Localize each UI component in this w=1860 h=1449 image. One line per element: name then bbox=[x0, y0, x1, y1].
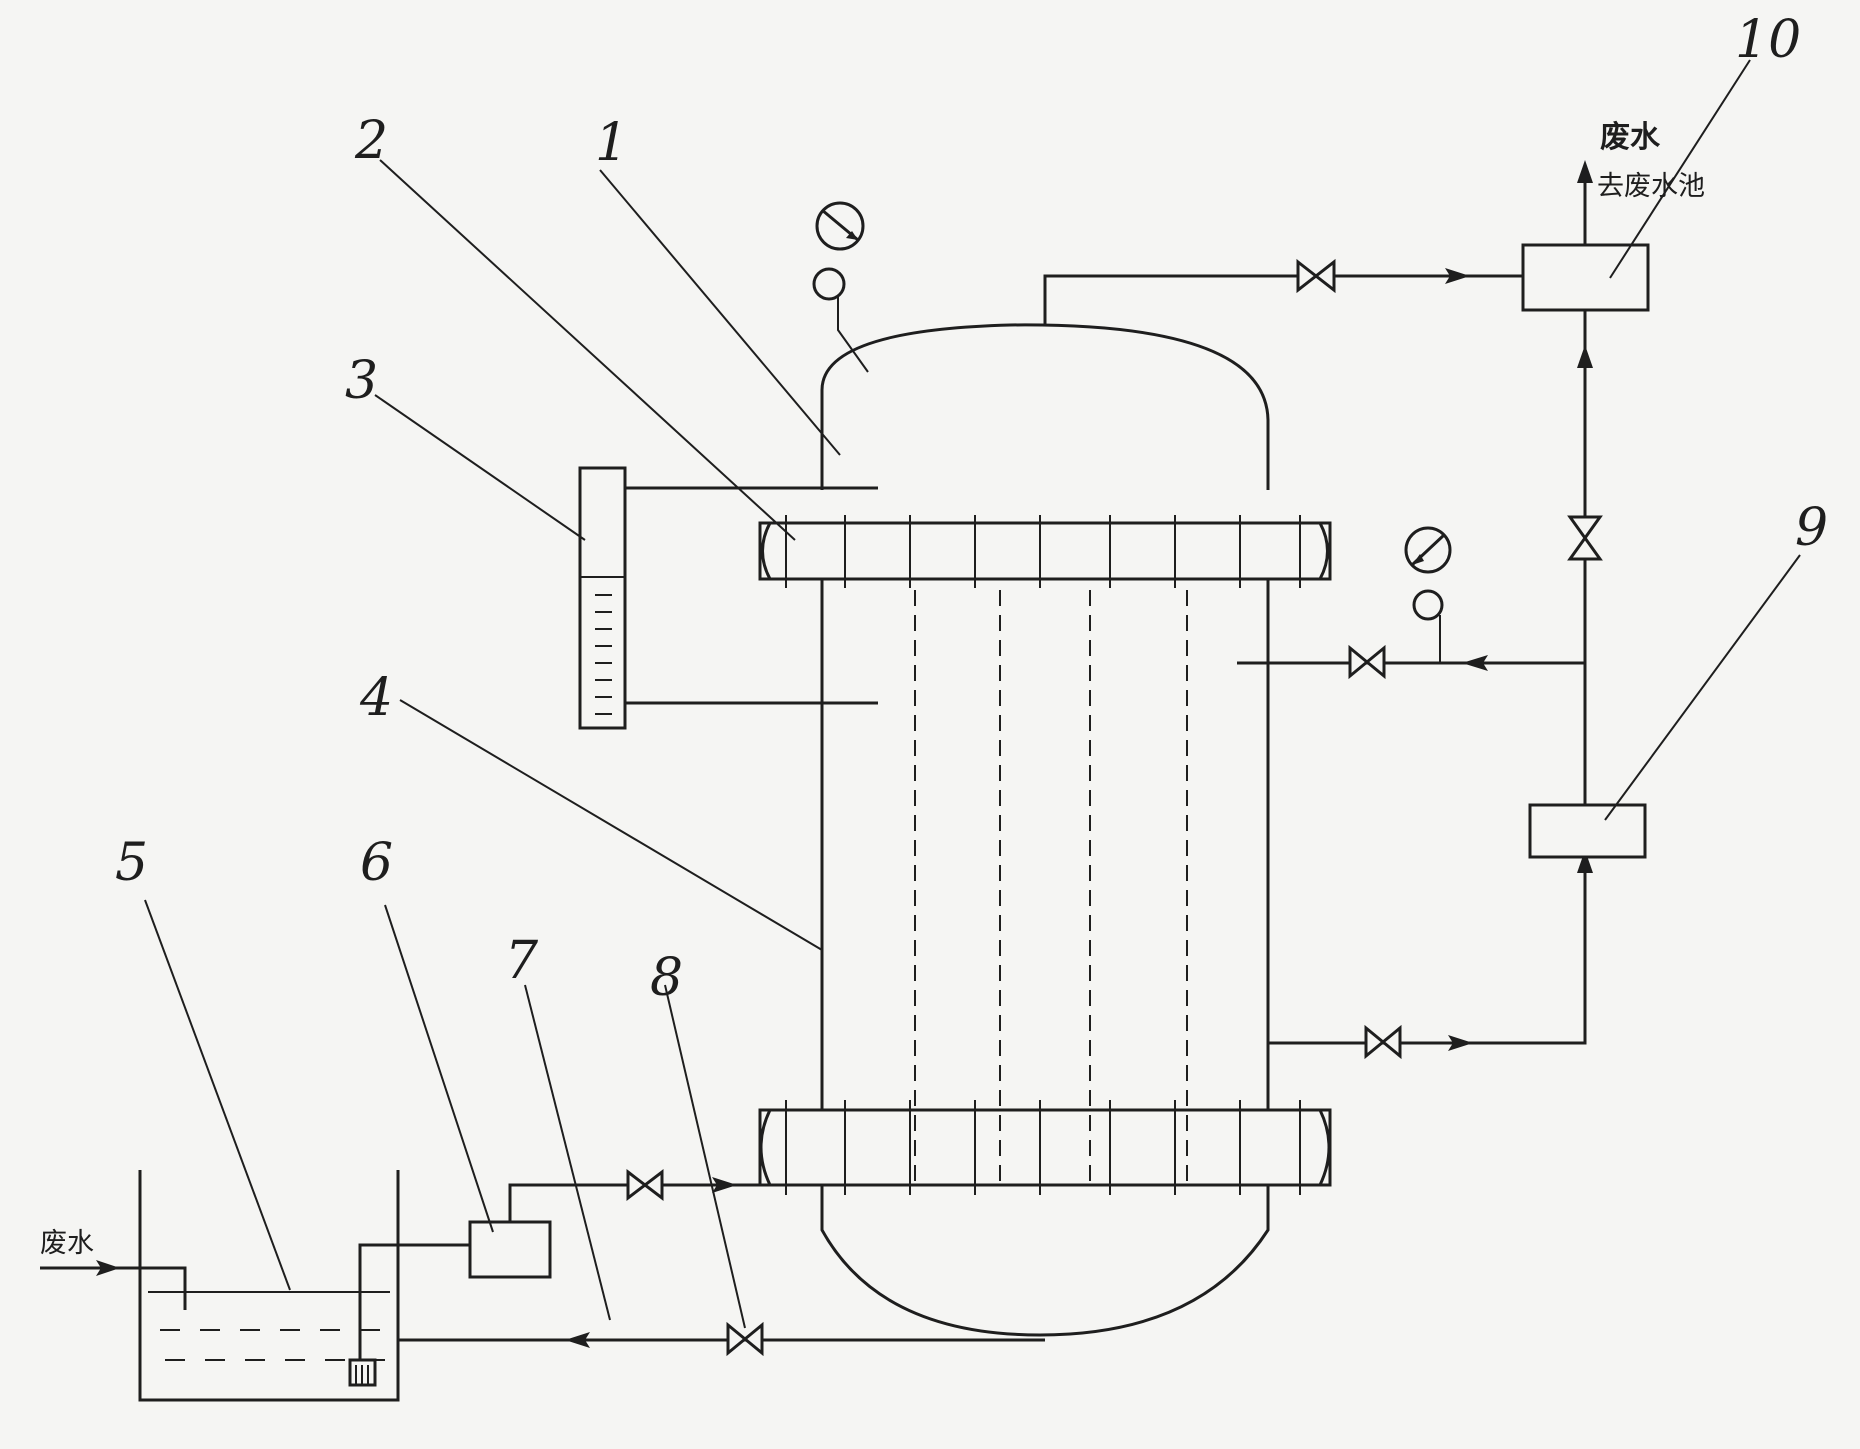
callout-4: 4 bbox=[359, 668, 393, 728]
inlet-wastewater-label: 废水 bbox=[40, 1228, 94, 1259]
outlet-arrow bbox=[1577, 160, 1593, 245]
flow-arrow-icon bbox=[1462, 655, 1488, 671]
tank-inlet bbox=[40, 1260, 187, 1310]
vessel-bottom-head bbox=[820, 1185, 1270, 1337]
flow-meter-box bbox=[1528, 803, 1647, 859]
feed-pump-box bbox=[468, 1220, 552, 1279]
outlet-destination-label: 去废水池 bbox=[1597, 171, 1705, 202]
valve-icon bbox=[1567, 515, 1603, 561]
valve-icon bbox=[726, 1321, 764, 1357]
upper-flange bbox=[758, 515, 1332, 588]
callout-6: 6 bbox=[360, 833, 393, 893]
level-gauge bbox=[578, 466, 878, 730]
callout-7: 7 bbox=[505, 931, 539, 991]
callout-9: 9 bbox=[1795, 498, 1828, 558]
callout-8: 8 bbox=[650, 948, 683, 1008]
top-outlet-line bbox=[1043, 258, 1523, 325]
level-gauge-tube bbox=[578, 466, 627, 730]
leader-lines bbox=[144, 59, 1801, 1329]
pump-icon bbox=[348, 1243, 470, 1387]
right-inlet-branch bbox=[1237, 526, 1585, 680]
right-vertical-line bbox=[1567, 310, 1603, 873]
valve-icon bbox=[626, 1168, 664, 1202]
callout-2: 2 bbox=[354, 111, 388, 171]
flow-arrow-icon bbox=[565, 1332, 590, 1348]
return-line bbox=[398, 1321, 1045, 1357]
lower-flange bbox=[758, 1100, 1332, 1195]
valve-icon bbox=[1364, 1024, 1402, 1060]
outlet-wastewater-label: 废水 bbox=[1600, 120, 1661, 155]
upper-flange-body bbox=[758, 521, 1332, 581]
internal-membrane-tubes bbox=[914, 590, 1188, 1190]
callout-labels: 1 2 3 4 5 6 7 8 9 10 bbox=[115, 10, 1828, 1008]
reactor-vessel bbox=[820, 323, 1270, 1337]
flow-arrow-icon bbox=[1448, 1035, 1473, 1051]
pressure-gauge-icon bbox=[812, 201, 869, 373]
vessel-top-head bbox=[820, 323, 1270, 490]
callout-10: 10 bbox=[1735, 10, 1801, 70]
wastewater-tank bbox=[138, 1170, 400, 1402]
flow-arrow-icon bbox=[712, 1177, 737, 1193]
valve-icon bbox=[1348, 644, 1386, 680]
lower-right-outlet bbox=[1268, 857, 1587, 1060]
flow-arrow-icon bbox=[1445, 268, 1470, 284]
valve-icon bbox=[1296, 258, 1336, 294]
feed-line bbox=[508, 1168, 822, 1222]
callout-1: 1 bbox=[595, 113, 628, 173]
discharge-box bbox=[1521, 243, 1650, 312]
callout-5: 5 bbox=[115, 833, 148, 893]
callout-3: 3 bbox=[345, 351, 378, 411]
